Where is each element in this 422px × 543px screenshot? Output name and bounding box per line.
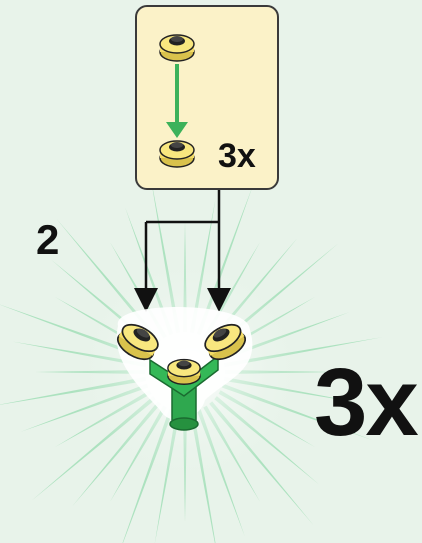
callout-multiplier: 3x	[218, 137, 256, 175]
parts-callout	[135, 5, 279, 190]
connector-arrows	[144, 190, 221, 292]
step-number: 2	[36, 216, 60, 263]
yellow-round-plate-icon	[159, 140, 195, 168]
yellow-round-plate-icon	[159, 34, 195, 62]
assembled-model	[112, 306, 253, 431]
arrow-head-right	[207, 288, 231, 312]
arrow-head-left	[134, 288, 158, 312]
build-multiplier: 3x	[314, 349, 419, 456]
